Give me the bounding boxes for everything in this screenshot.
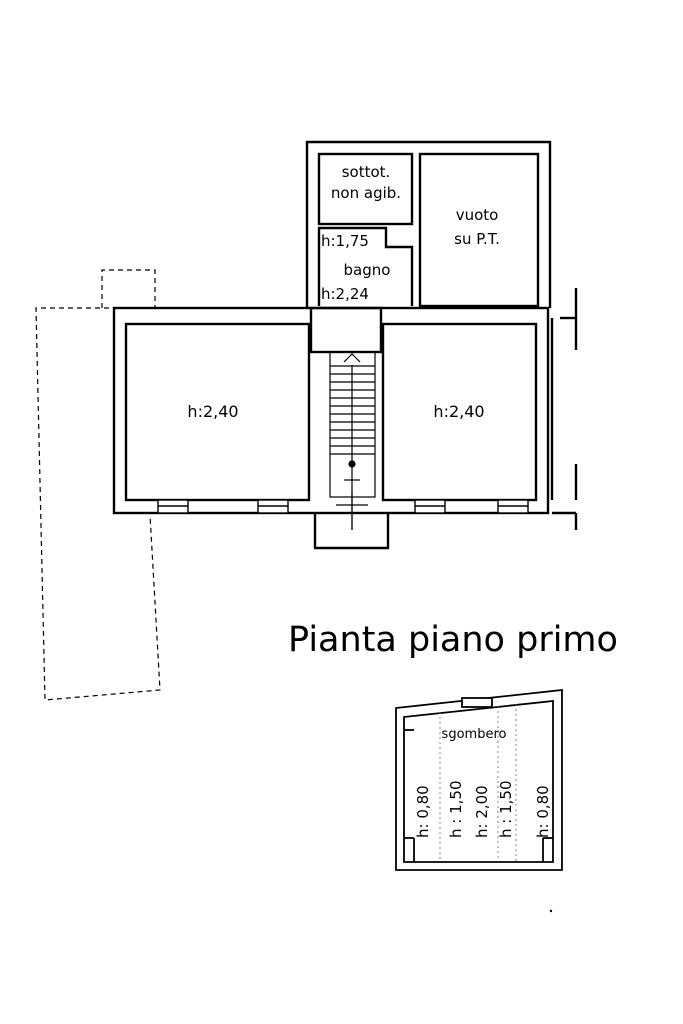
storage-walls bbox=[395, 688, 563, 871]
plan-title: Pianta piano primo bbox=[288, 620, 618, 660]
storage-height-4: h : 1,50 bbox=[497, 781, 515, 839]
staircase bbox=[329, 351, 376, 530]
storage-label: sgombero bbox=[442, 727, 507, 742]
stray-dot bbox=[549, 909, 553, 913]
dashed-outline bbox=[35, 269, 161, 701]
storage-height-1: h: 0,80 bbox=[414, 785, 432, 838]
storage-height-lines bbox=[439, 704, 517, 862]
bagno-height-2: h:2,24 bbox=[321, 285, 369, 303]
storage-height-5: h: 0,80 bbox=[534, 785, 552, 838]
sottotetto-label-1: sottot. bbox=[342, 163, 391, 181]
left-room-height: h:2,40 bbox=[187, 402, 238, 421]
vuoto-label-2: su P.T. bbox=[454, 230, 500, 248]
storage-height-3: h: 2,00 bbox=[473, 785, 491, 838]
bagno-height-1: h:1,75 bbox=[321, 232, 369, 250]
building-walls bbox=[112, 140, 578, 550]
windows bbox=[157, 499, 529, 514]
vuoto-label-1: vuoto bbox=[456, 206, 499, 224]
bagno-label: bagno bbox=[344, 261, 391, 279]
right-room-height: h:2,40 bbox=[433, 402, 484, 421]
storage-height-2: h : 1,50 bbox=[447, 781, 465, 839]
sottotetto-label-2: non agib. bbox=[331, 184, 401, 202]
